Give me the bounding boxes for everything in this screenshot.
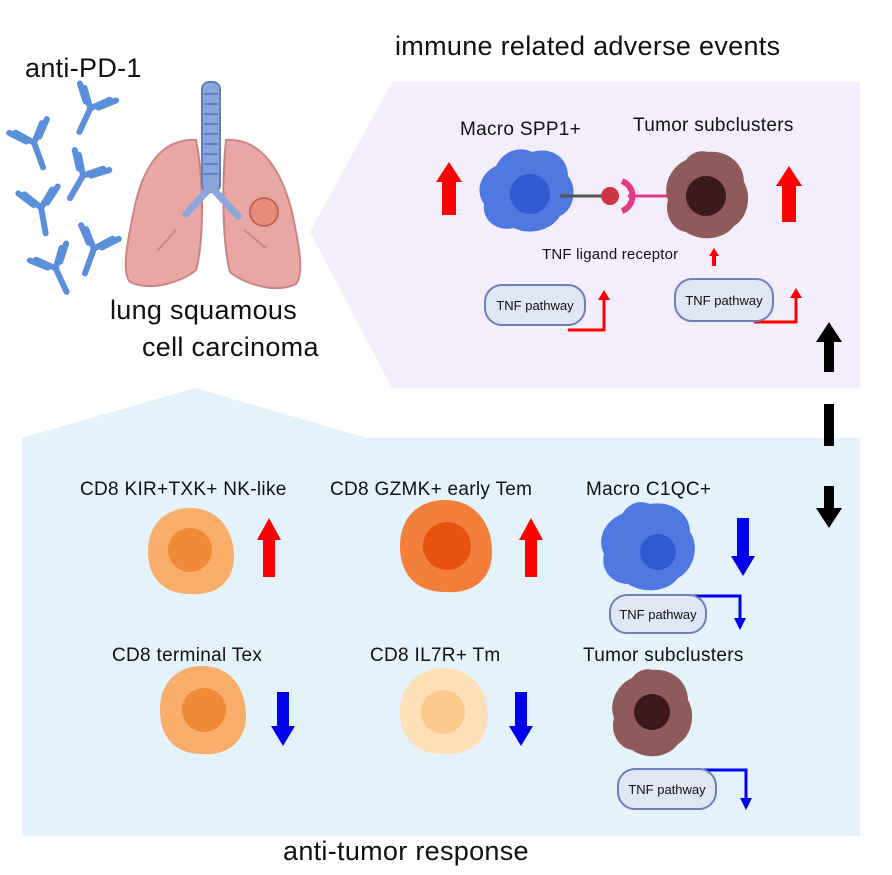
t-cell-icon [400, 668, 488, 755]
tnf-pathway-box-macro-c1qc: TNF pathway [609, 594, 707, 634]
t-cell-icon [148, 508, 234, 595]
up-arrow-icon [598, 290, 610, 300]
tnf-pathway-box-macro-spp1: TNF pathway [484, 284, 586, 326]
tumor-cell-icon [612, 669, 693, 757]
tnf-ligand-icon [601, 187, 619, 205]
drug-label: anti-PD-1 [25, 53, 142, 83]
irae-title: immune related adverse events [395, 31, 781, 61]
bidirectional-arrow-icon [816, 322, 842, 528]
tnf-ligand-receptor-label: TNF ligand receptor [542, 246, 679, 263]
lung-icon [124, 81, 302, 289]
antibody-icon [6, 80, 122, 295]
macro-spp1-label: Macro SPP1+ [460, 119, 582, 140]
t-cell-icon [160, 666, 246, 755]
t-cell-icon [400, 500, 492, 593]
cd8-gzmk-label: CD8 GZMK+ early Tem [330, 479, 533, 500]
macrophage-icon [601, 502, 695, 591]
cd8-il7r-tm-label: CD8 IL7R+ Tm [370, 645, 501, 666]
down-arrow-icon [731, 518, 755, 576]
disease-label-line1: lung squamous [110, 295, 298, 325]
macrophage-icon [479, 149, 574, 232]
tnf-pathway-box-tumor-top: TNF pathway [674, 278, 774, 322]
tumor-cell-icon [666, 151, 749, 239]
cd8-terminal-tex-label: CD8 terminal Tex [112, 645, 263, 666]
tumor-subclusters-bottom-label: Tumor subclusters [583, 645, 744, 666]
up-arrow-icon [519, 518, 543, 577]
down-arrow-icon [734, 618, 746, 630]
disease-label-line2: cell carcinoma [142, 332, 319, 362]
tnf-pathway-box-tumor-bottom: TNF pathway [617, 768, 717, 810]
up-arrow-icon [709, 248, 719, 266]
cd8-kir-txk-label: CD8 KIR+TXK+ NK-like [80, 479, 287, 500]
up-arrow-icon [257, 518, 281, 577]
macro-c1qc-label: Macro C1QC+ [586, 479, 712, 500]
up-arrow-icon [790, 288, 802, 298]
up-arrow-icon [436, 162, 802, 222]
down-arrow-icon [271, 692, 295, 746]
tumor-subclusters-top-label: Tumor subclusters [633, 115, 794, 136]
down-arrow-icon [740, 798, 752, 810]
antitumor-title: anti-tumor response [283, 836, 529, 866]
down-arrow-icon [509, 692, 533, 746]
